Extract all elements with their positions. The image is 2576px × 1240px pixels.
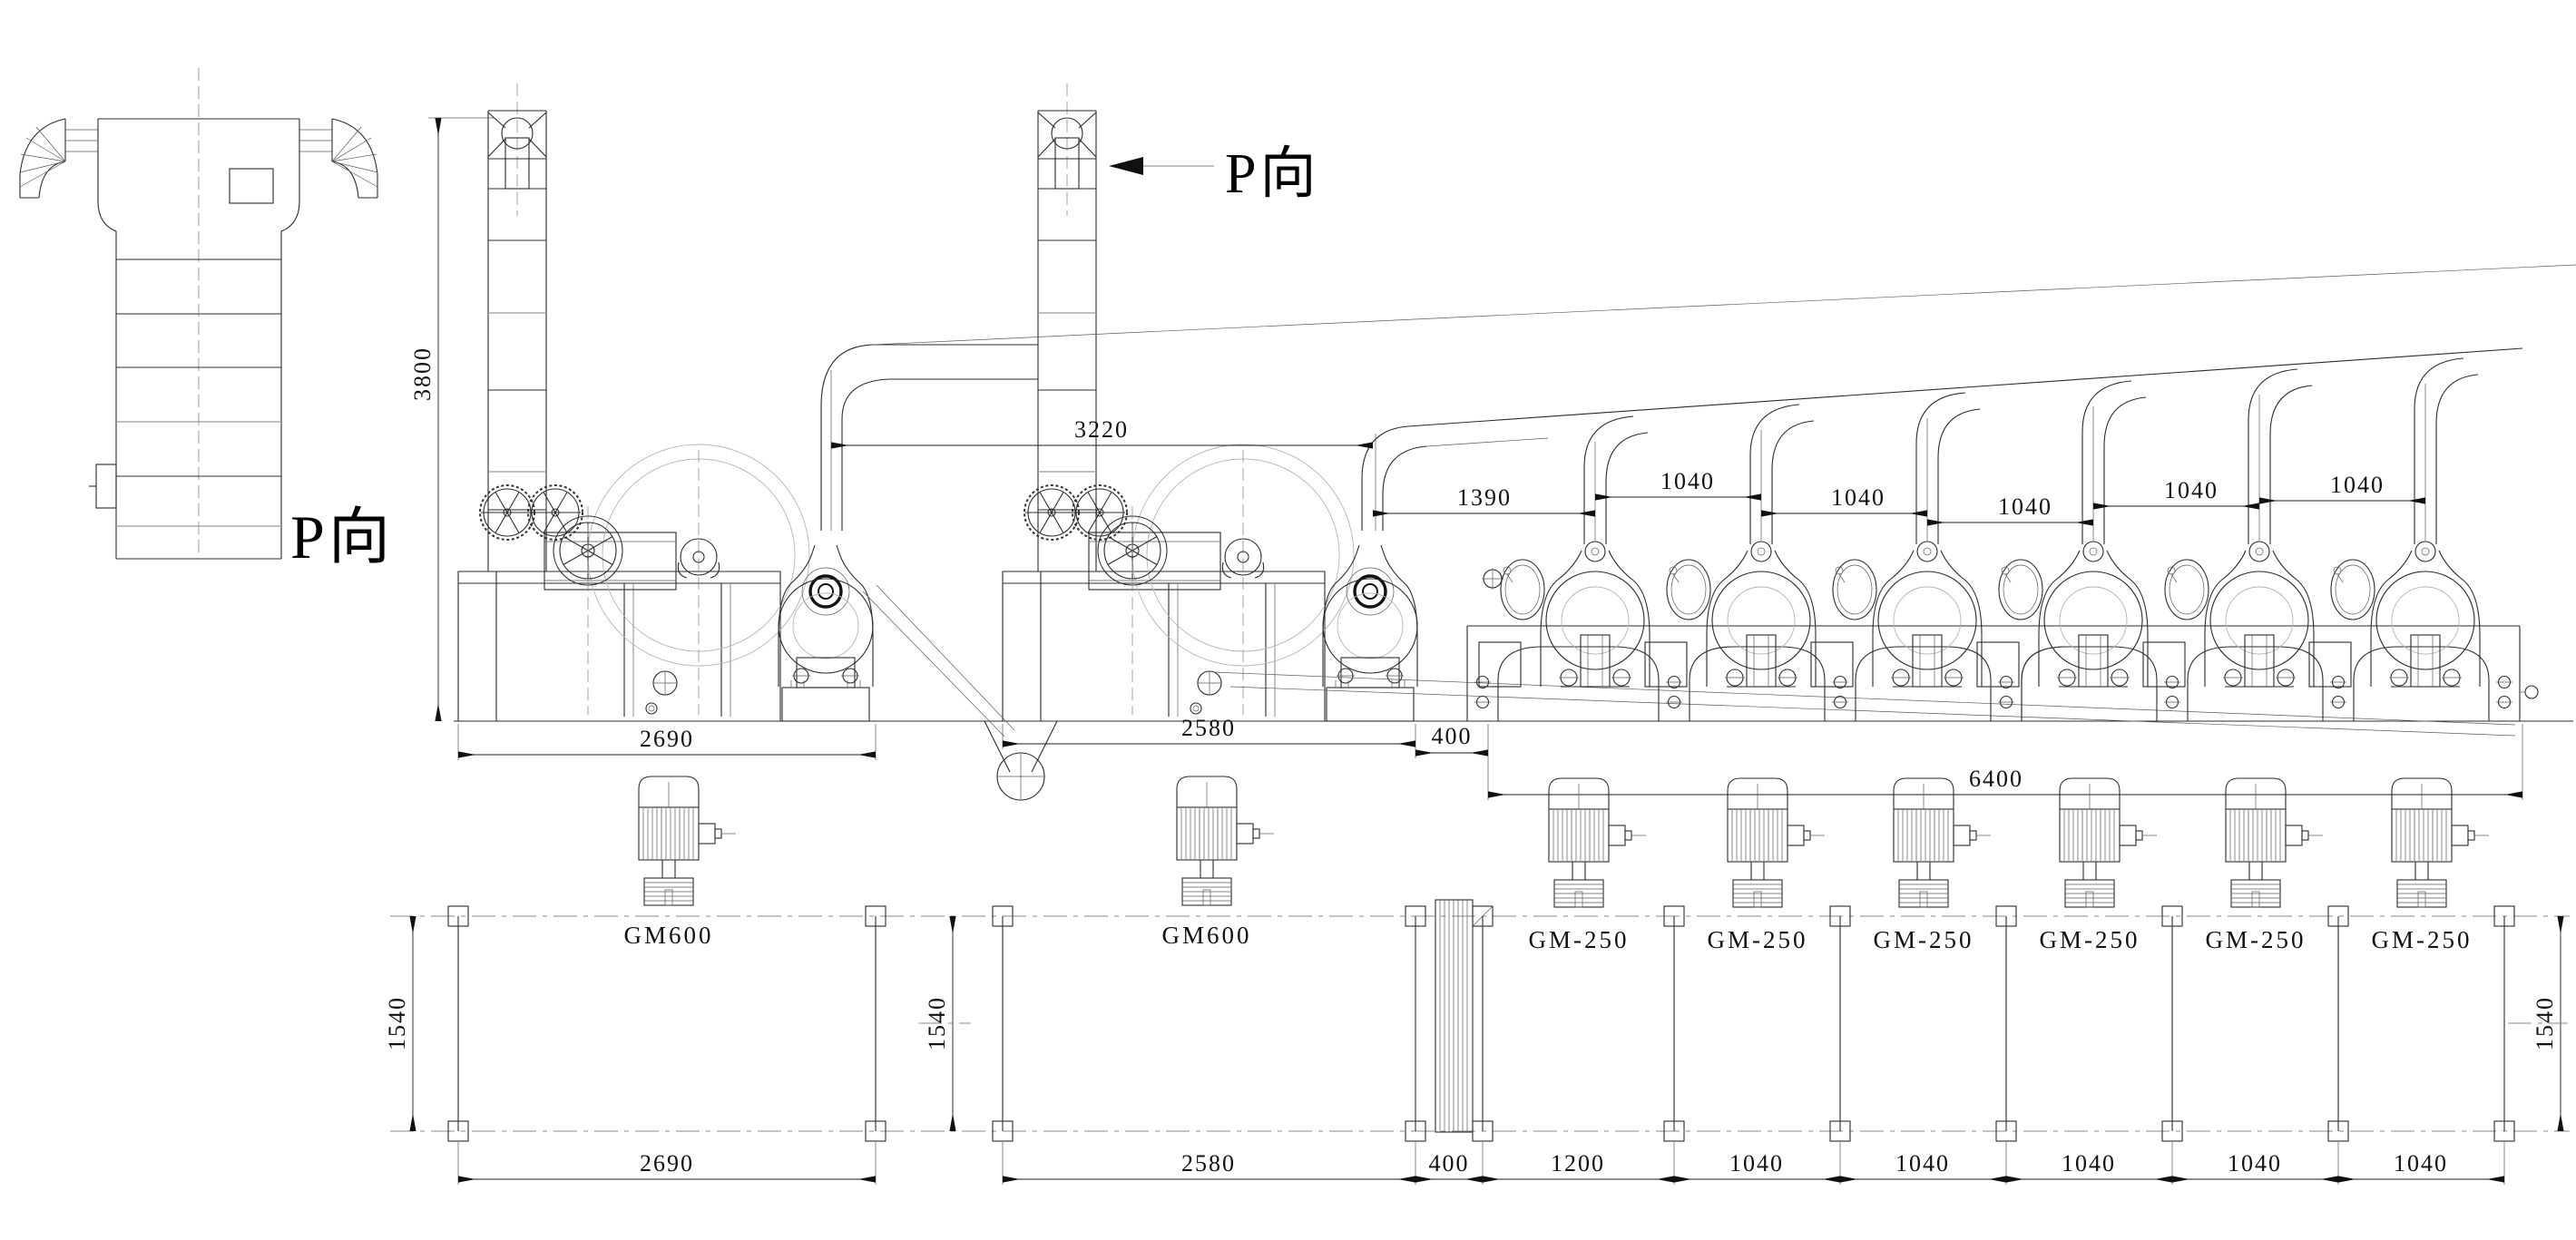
condenser-funnel — [984, 720, 1058, 801]
plan-outlines — [457, 916, 2505, 1131]
motor-gm600-2 — [1176, 776, 1275, 906]
arrow-left-icon — [1109, 157, 1143, 175]
card-risers — [1583, 357, 2479, 544]
dimensions-elevation: 3220 1390 1040 1040 1040 1040 1040 2690 … — [409, 117, 2523, 800]
label-gm250-2: GM-250 — [1708, 926, 1808, 953]
dim-1040-e: 1040 — [2330, 472, 2385, 498]
elevation-view: 3220 1390 1040 1040 1040 1040 1040 2690 … — [409, 83, 2576, 801]
dim-400-elev: 400 — [1432, 723, 1473, 749]
dim-1040-d: 1040 — [2164, 477, 2218, 503]
label-gm250-5: GM-250 — [2206, 926, 2307, 953]
card-unit-2 — [1644, 541, 1817, 688]
label-gm250-4: GM-250 — [2040, 926, 2140, 953]
dim-1390: 1390 — [1457, 484, 1512, 511]
label-gm600-2: GM600 — [1161, 922, 1251, 949]
card-unit-3 — [1810, 541, 1983, 688]
dim-1040-plan-c: 1040 — [2062, 1150, 2116, 1177]
dim-3800: 3800 — [409, 347, 436, 401]
dim-1540-right: 1540 — [2532, 996, 2558, 1050]
chimney-2 — [1037, 83, 1097, 572]
dim-2580-plan: 2580 — [1181, 1150, 1236, 1177]
dim-1540-mid: 1540 — [924, 996, 950, 1050]
dim-1040-a: 1040 — [1660, 468, 1715, 494]
dim-2690-plan: 2690 — [640, 1150, 694, 1177]
duct-machine2 — [1361, 347, 2523, 531]
label-gm250-6: GM-250 — [2372, 926, 2473, 953]
dim-6400-elev: 6400 — [1969, 766, 2023, 792]
motors — [638, 776, 2490, 908]
dim-1040-plan-e: 1040 — [2394, 1150, 2448, 1177]
dim-1200-plan: 1200 — [1551, 1150, 1605, 1177]
dim-2690-elev: 2690 — [640, 726, 694, 752]
foundation-pads — [447, 905, 2515, 1142]
view-arrow-label: P向 — [1225, 143, 1319, 205]
motor-gm250-2 — [1727, 777, 1826, 908]
card-unit-4 — [1976, 541, 2149, 688]
dim-1040-plan-b: 1040 — [1895, 1150, 1950, 1177]
dimensions-plan: 1540 1540 1540 2690 2580 400 1200 1040 1… — [384, 916, 2568, 1185]
carding-units — [1478, 357, 2481, 688]
plan-view: GM600 GM600 GM-250 GM-250 GM-250 GM-250 … — [384, 776, 2570, 1185]
dim-1040-plan-d: 1040 — [2228, 1150, 2282, 1177]
view-direction-arrow: P向 — [1109, 143, 1319, 205]
carding-base — [1466, 568, 2539, 721]
motor-gm250-4 — [2059, 777, 2158, 908]
motor-gm600-1 — [638, 776, 737, 906]
dim-1040-plan-a: 1040 — [1729, 1150, 1784, 1177]
p-view-label: P向 — [290, 503, 394, 571]
motor-gm250-5 — [2225, 777, 2324, 908]
dim-1040-b: 1040 — [1831, 484, 1885, 511]
duct-machine1 — [820, 264, 2576, 531]
card-unit-6 — [2308, 541, 2481, 688]
card-unit-1 — [1478, 541, 1650, 688]
belt-lines — [862, 584, 2516, 737]
label-gm250-1: GM-250 — [1529, 926, 1630, 953]
belt-run-hatch — [1435, 899, 1474, 1133]
motor-gm250-1 — [1548, 777, 1647, 908]
label-gm250-3: GM-250 — [1874, 926, 1974, 953]
chimney-1 — [487, 83, 547, 572]
motor-gm250-3 — [1893, 777, 1992, 908]
opener-machine-2 — [1003, 444, 1417, 721]
p-direction-view: P向 — [19, 68, 394, 571]
dim-2580-elev: 2580 — [1181, 715, 1236, 741]
motor-gm250-6 — [2391, 777, 2490, 908]
card-unit-5 — [2142, 541, 2315, 688]
dim-1540-left: 1540 — [384, 996, 410, 1050]
opener-machine-1 — [458, 444, 873, 721]
dim-3220: 3220 — [1074, 416, 1129, 443]
dim-1040-c: 1040 — [1998, 493, 2052, 520]
dim-400-plan: 400 — [1429, 1150, 1470, 1177]
label-gm600-1: GM600 — [623, 922, 713, 949]
